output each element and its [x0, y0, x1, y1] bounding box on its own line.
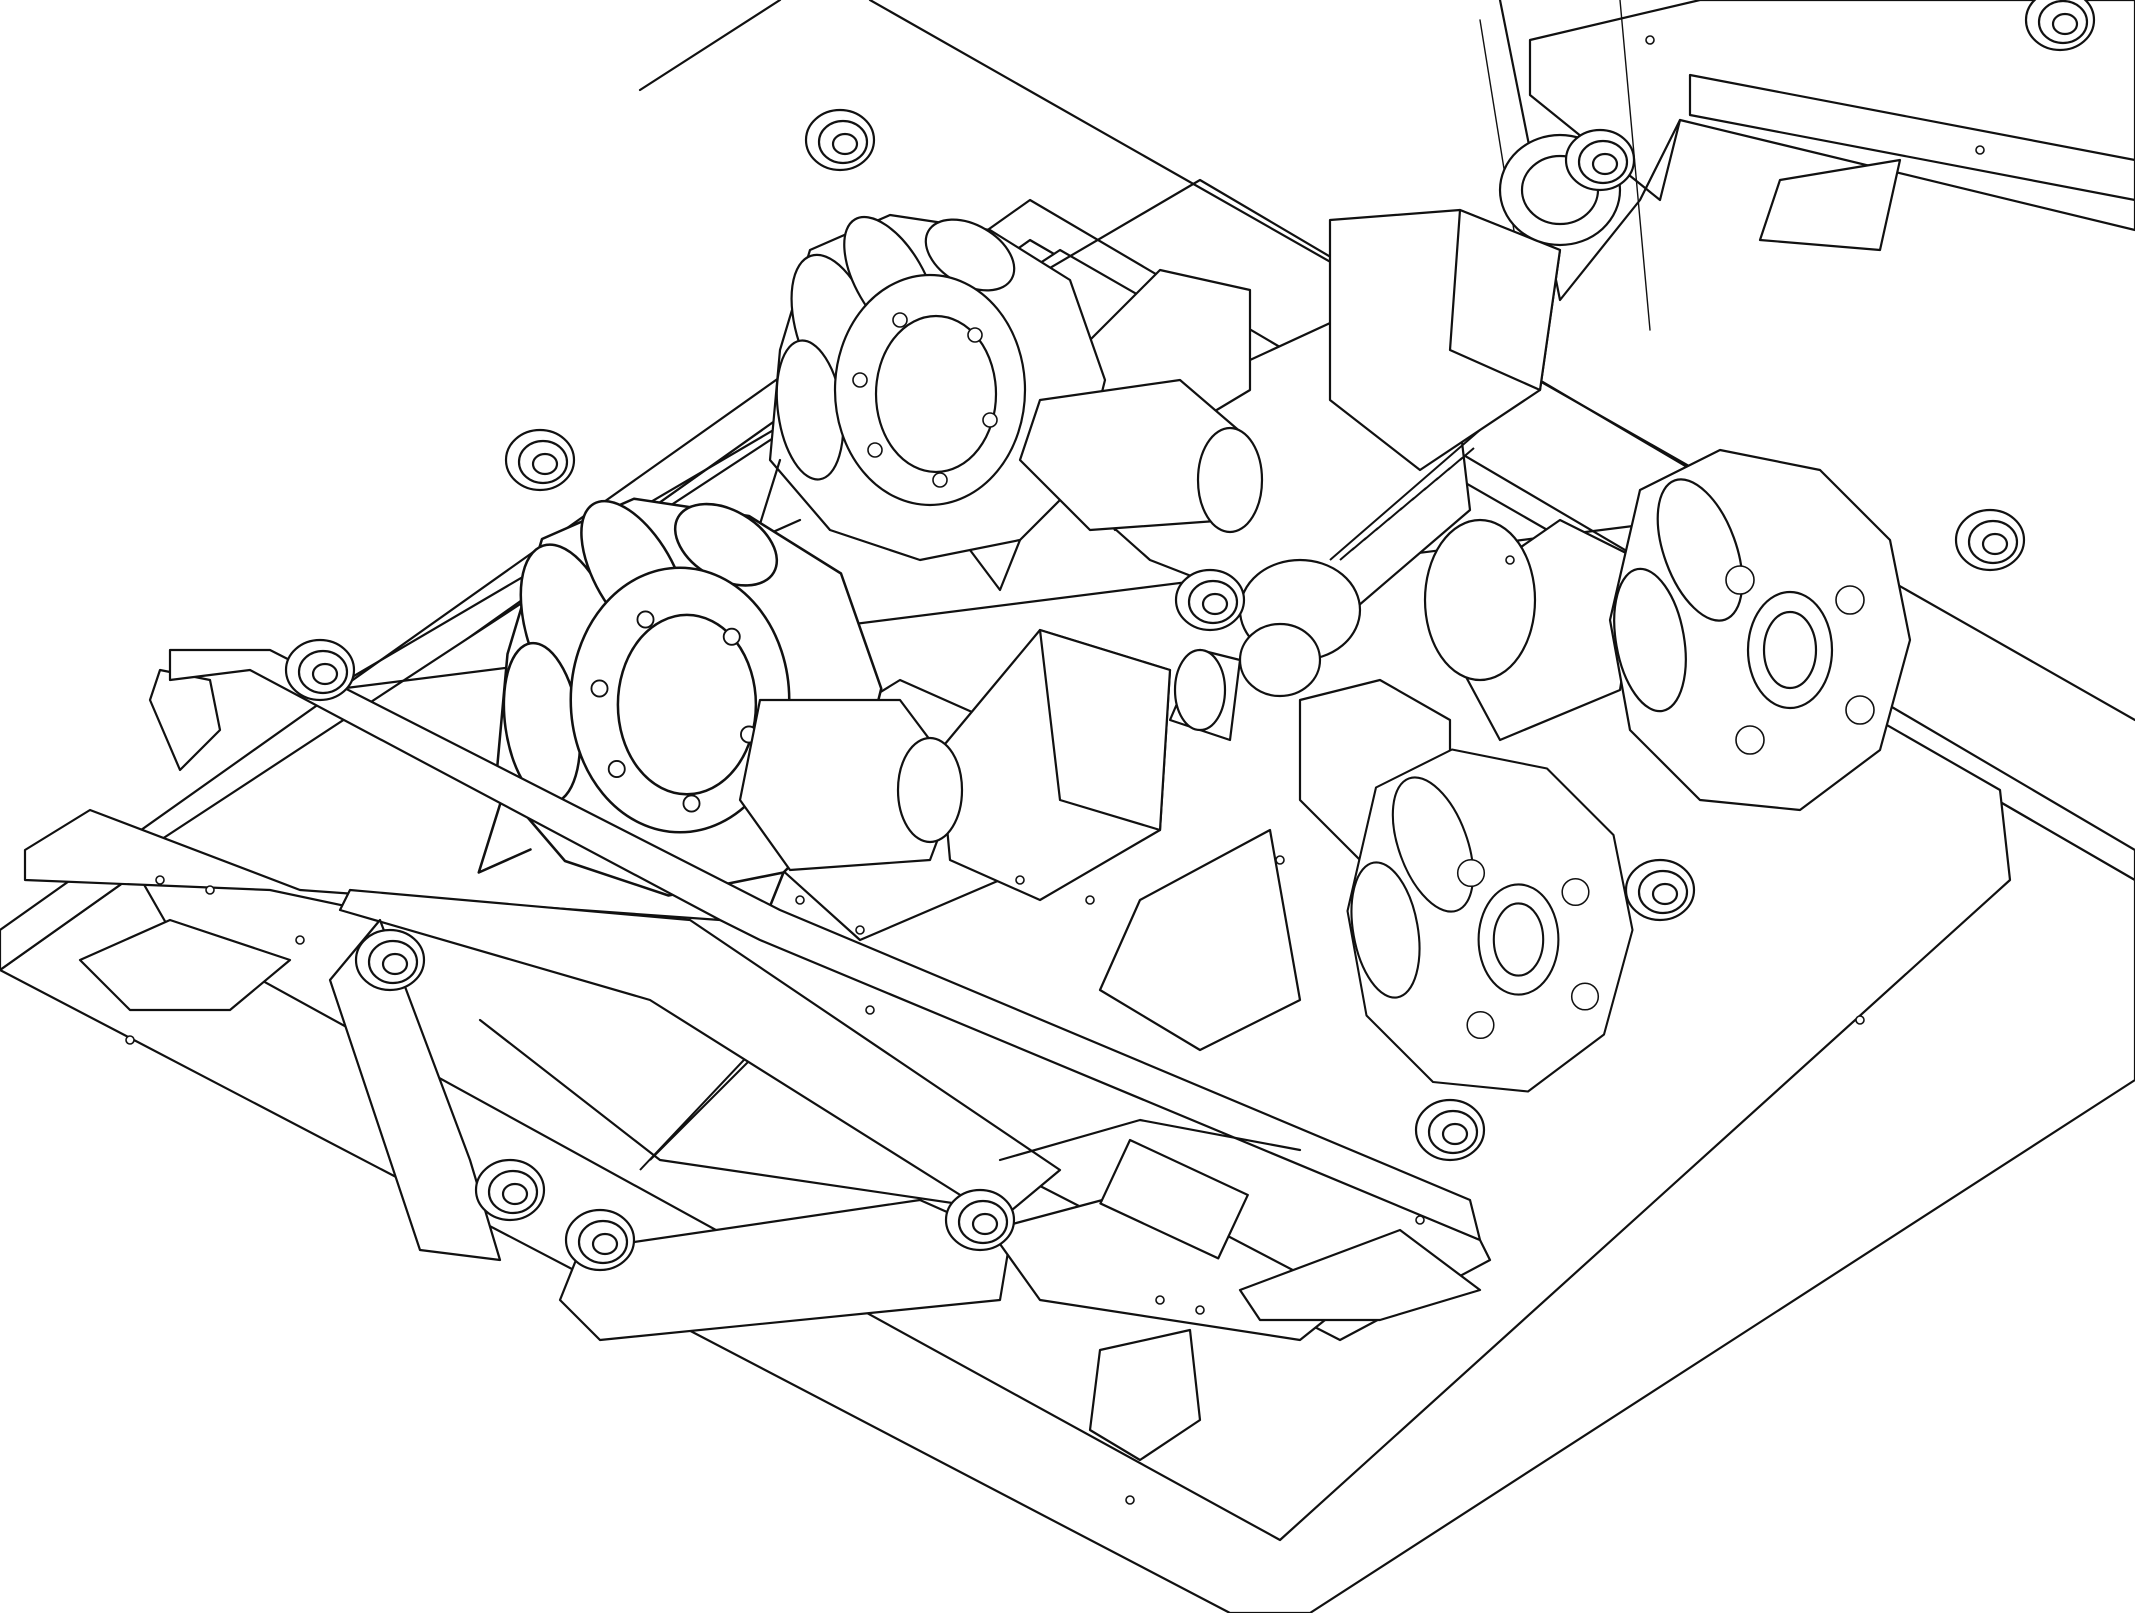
mounting-holes	[125, 35, 1985, 1505]
lead-screw-center	[1329, 429, 1481, 561]
bevel-gear	[1168, 648, 1242, 742]
motor-cylinder	[738, 378, 1264, 872]
front-frame	[23, 648, 1492, 1462]
lead-screw	[639, 133, 1622, 1171]
